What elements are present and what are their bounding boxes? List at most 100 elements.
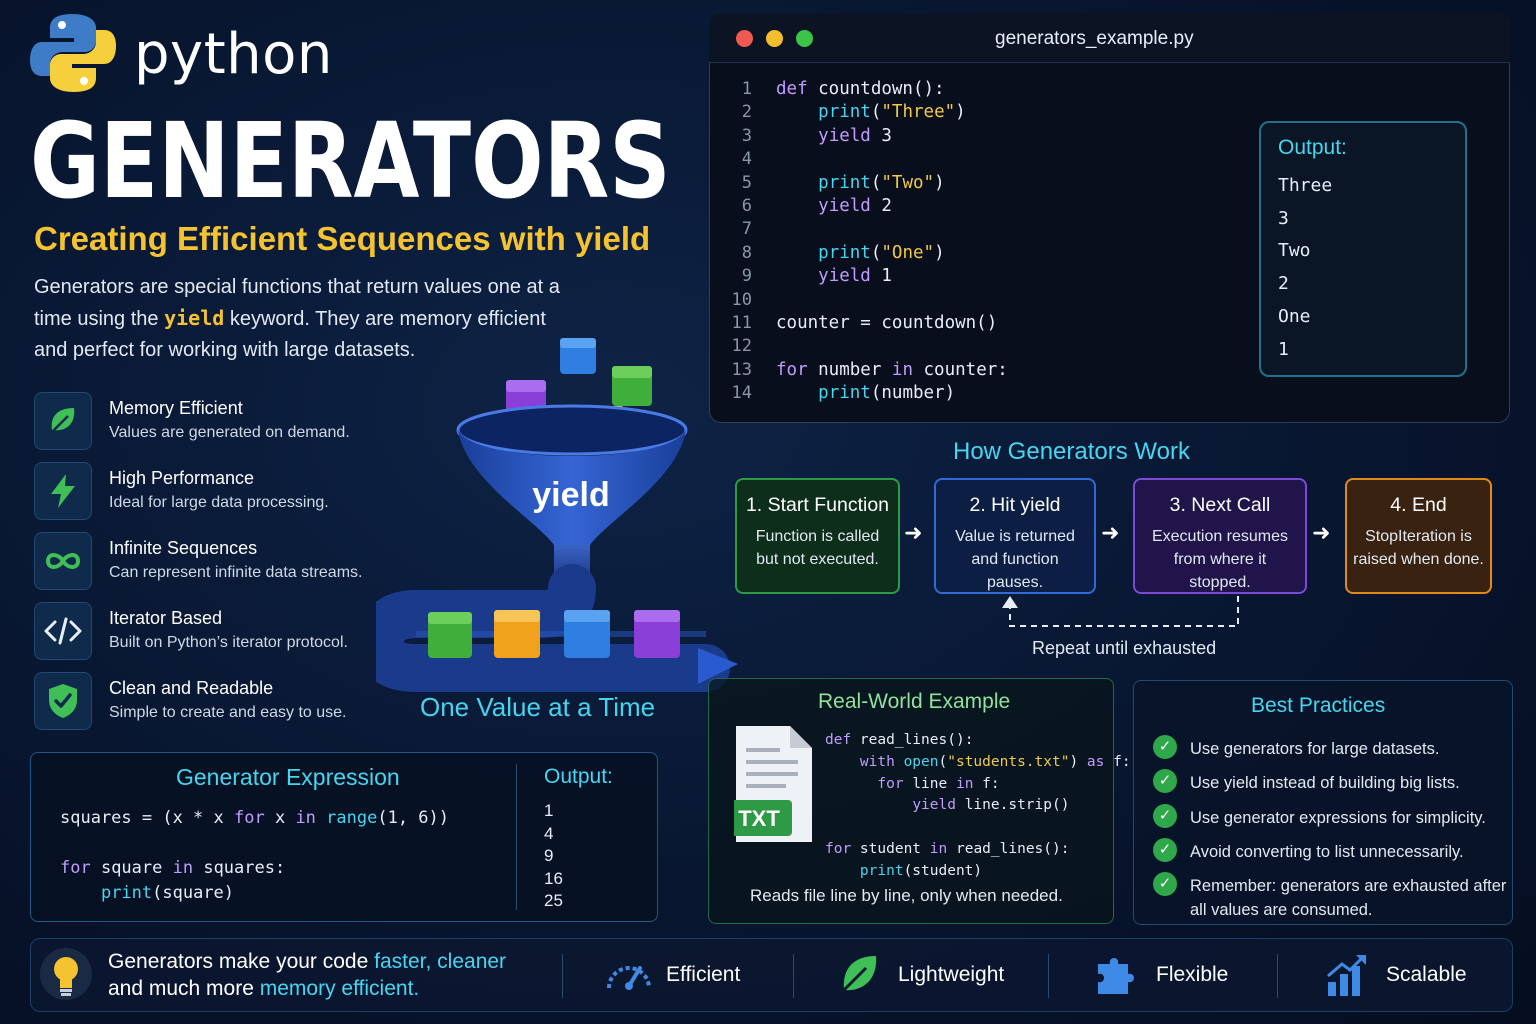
leaf-icon [34,392,92,450]
step-desc: Value is returned and function pauses. [955,528,1075,591]
output-line: 16 [544,868,563,888]
cube-green-top [612,366,652,406]
feature-clean-readable: Clean and Readable Simple to create and … [34,672,394,732]
footer-item-scalable: Scalable [1324,952,1494,998]
best-practice-text: Remember: generators are exhausted after… [1190,877,1507,919]
feature-title: Memory Efficient [109,398,243,418]
cube-blue [564,610,610,658]
shield-check-icon [34,672,92,730]
lightning-icon [34,462,92,520]
line-number: 9 [741,266,752,287]
line-number: 1 [741,79,752,99]
footer-text: Generators make your code [108,950,375,973]
repeat-loop-arrow [1002,596,1239,627]
feature-memory-efficient: Memory Efficient Values are generated on… [34,392,394,452]
divider [516,764,517,910]
footer-banner [30,938,1513,1012]
footer-text: and much more [108,977,260,1000]
cube-purple [634,610,680,658]
footer-item-label: Lightweight [898,963,1005,986]
minimize-window-button[interactable] [766,30,783,47]
feature-title: Iterator Based [109,608,223,628]
generator-expression-code: squares = (x * x for x in range(1, 6)) f… [60,808,450,903]
python-logo [30,14,116,92]
intro-text-start: Generators are special functions that re… [34,276,560,330]
how-generators-work-title: How Generators Work [953,438,1190,465]
feature-desc: Built on Python’s iterator protocol. [109,634,348,651]
best-practice-text: Use yield instead of building big lists. [1190,774,1460,792]
step-title: 3. Next Call [1169,494,1271,516]
output-line: 9 [544,846,554,865]
best-practice-text: Avoid converting to list unnecessarily. [1190,843,1464,861]
intro-keyword: yield [164,306,225,330]
feature-desc: Can represent infinite data streams. [109,564,363,581]
txt-badge: TXT [738,806,780,831]
generator-expression-title: Generator Expression [176,764,400,790]
page-title: GENERATORS [30,100,671,222]
line-number: 2 [741,102,752,123]
real-world-note: Reads file line by line, only when neede… [750,886,1063,905]
arrow-right-icon: ➜ [1312,520,1331,545]
code-icon [34,602,92,660]
repeat-label: Repeat until exhausted [1032,638,1217,658]
line-number: 12 [731,336,752,357]
feature-title: High Performance [109,468,255,488]
editor-output-lines: Three 3 Two 2 One 1 [1278,170,1332,366]
output-line: One [1278,305,1311,327]
divider [1277,954,1278,998]
feature-desc: Values are generated on demand. [109,424,350,441]
line-number: 5 [741,172,752,193]
step-start-function: 1. Start Function Function is called but… [735,478,900,594]
check-icon: ✓ [1153,769,1177,793]
editor-output-title: Output: [1278,136,1347,159]
check-icon: ✓ [1153,735,1177,759]
footer-message: Generators make your code faster, cleane… [108,948,506,1002]
divider [793,954,794,998]
editor-title-bar [709,13,1510,63]
step-desc: StopIteration is raised when done. [1353,528,1484,568]
close-window-button[interactable] [736,30,753,47]
output-line: Two [1278,240,1311,262]
output-line: 4 [544,823,554,843]
line-number: 6 [741,196,752,217]
editor-filename: generators_example.py [995,28,1194,49]
text-file-icon: TXT [734,726,812,842]
feature-desc: Ideal for large data processing. [109,494,329,511]
output-line: 25 [544,891,563,910]
intro-text: Generators are special functions that re… [34,272,574,366]
footer-item-label: Efficient [666,963,741,986]
output-line: 1 [544,801,554,820]
real-world-example-title: Real-World Example [818,690,1011,713]
editor-output-panel [1259,121,1467,377]
output-line: Three [1278,175,1333,196]
cube-orange [494,610,540,658]
leaf-icon [838,956,877,996]
line-number: 11 [731,313,752,334]
footer-highlight: faster, cleaner [374,950,507,973]
best-practices-title: Best Practices [1251,694,1386,717]
feature-infinite-sequences: Infinite Sequences Can represent infinit… [34,532,394,592]
cube-green [428,612,472,658]
arrow-right-icon: ➜ [904,520,923,545]
generator-expression-panel [30,752,658,922]
funnel-caption: One Value at a Time [420,692,656,722]
puzzle-icon [1098,958,1134,994]
code-listing[interactable]: def countdown(): print("Three") yield 3 … [776,79,1008,404]
footer-item-efficient: Efficient [604,952,774,998]
output-line: 1 [1278,338,1289,360]
divider [562,954,563,998]
output-line: 2 [1278,273,1289,295]
speedometer-icon [607,966,651,990]
line-number: 10 [731,289,752,310]
output-line: 3 [1278,207,1289,229]
intro-text-end: keyword. They are memory efficient and p… [34,308,546,361]
lightbulb-icon [40,948,92,1000]
infinity-icon [34,532,92,590]
best-practice-text: Use generator expressions for simplicity… [1190,809,1486,827]
step-title: 2. Hit yield [969,494,1061,516]
step-title: 4. End [1390,494,1447,516]
brand-name: python [134,22,333,87]
divider [1048,954,1049,998]
footer-highlight: memory efficient. [259,977,420,1000]
maximize-window-button[interactable] [796,30,813,47]
